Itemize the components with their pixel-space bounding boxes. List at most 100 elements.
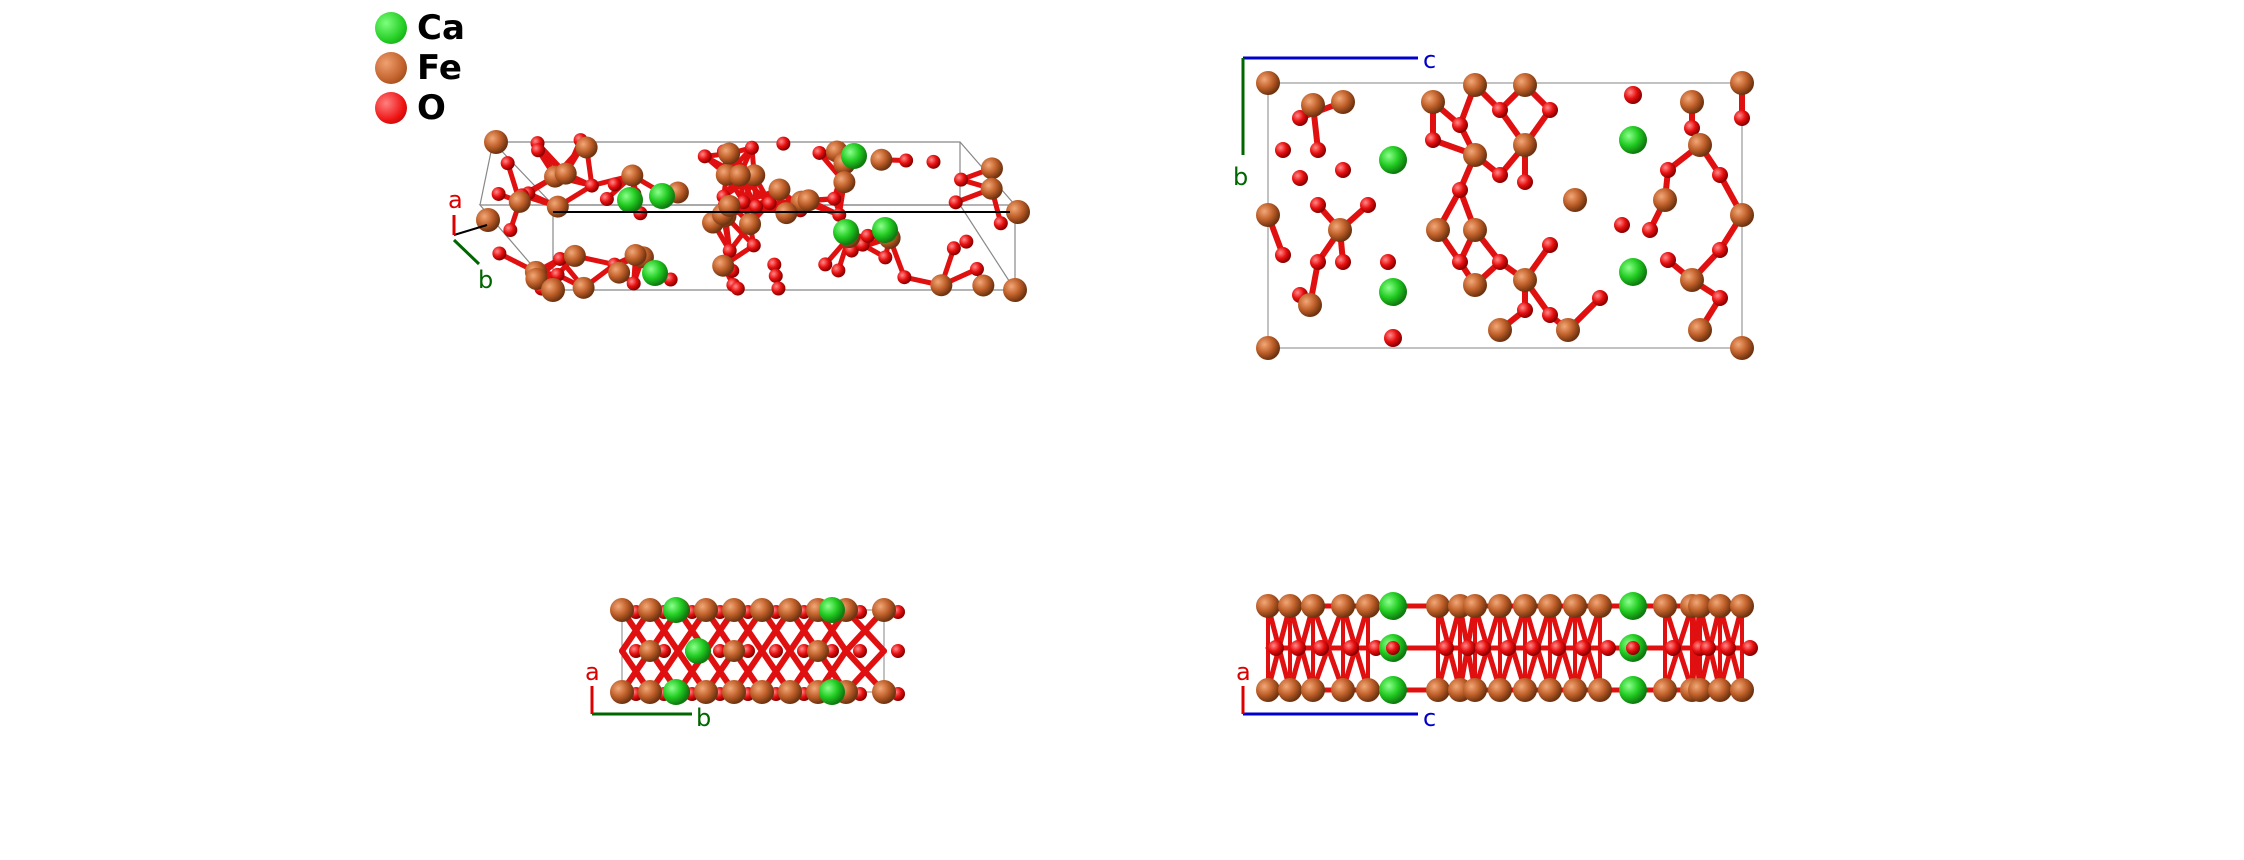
- axis-indicator: a b: [448, 186, 1010, 294]
- legend-label: O: [417, 88, 446, 128]
- o-atom: [946, 241, 961, 256]
- fe-atom: [1513, 133, 1537, 157]
- o-atom: [1335, 162, 1351, 178]
- ca-atom: [642, 260, 668, 286]
- fe-atom: [639, 640, 661, 662]
- o-atom: [749, 199, 764, 214]
- fe-atom: [872, 680, 896, 704]
- fe-atom: [1730, 594, 1754, 618]
- fe-atom: [1730, 678, 1754, 702]
- view-perspective: a b: [448, 130, 1030, 302]
- o-atom: [1517, 174, 1533, 190]
- fe-atom: [722, 598, 746, 622]
- o-atom: [1600, 640, 1616, 656]
- ca-atom: [833, 219, 859, 245]
- axis-indicator: a c: [1236, 658, 1436, 732]
- fe-atom: [1488, 594, 1512, 618]
- o-atom: [776, 136, 791, 151]
- ca-atom: [1379, 592, 1407, 620]
- o-atom: [818, 257, 833, 272]
- fe-atom: [525, 267, 548, 290]
- axis-indicator: a b: [585, 658, 711, 732]
- o-atom: [744, 140, 759, 155]
- ca-atom: [819, 679, 845, 705]
- o-atom: [1500, 640, 1516, 656]
- o-atom: [1452, 117, 1468, 133]
- fe-atom: [1463, 678, 1487, 702]
- o-atom: [503, 223, 518, 238]
- fe-atom: [1256, 203, 1280, 227]
- o-atom: [1492, 254, 1508, 270]
- o-atom: [599, 192, 614, 207]
- o-atom: [1712, 167, 1728, 183]
- fe-atom: [807, 640, 829, 662]
- o-atom: [1290, 640, 1306, 656]
- o-atom: [531, 143, 546, 158]
- o-atom: [1313, 640, 1329, 656]
- fe-atom: [1256, 594, 1280, 618]
- axis-label-c: c: [1423, 46, 1436, 74]
- o-atom: [1292, 170, 1308, 186]
- o-atom: [1310, 254, 1326, 270]
- atom-set: [476, 130, 1030, 302]
- fe-atom: [870, 148, 893, 171]
- fe-atom: [1256, 71, 1280, 95]
- fe-atom: [624, 243, 647, 266]
- fe-atom: [1513, 268, 1537, 292]
- fe-atom: [563, 244, 586, 267]
- legend-item-o: O: [375, 88, 465, 128]
- o-atom: [860, 228, 875, 243]
- ca-atom: [663, 679, 689, 705]
- fe-atom: [1688, 678, 1712, 702]
- o-atom: [1452, 254, 1468, 270]
- fe-atom: [1463, 218, 1487, 242]
- fe-atom: [1563, 188, 1587, 212]
- ca-atom: [1379, 146, 1407, 174]
- o-atom: [797, 644, 811, 658]
- o-atom: [607, 177, 622, 192]
- o-atom: [1335, 254, 1351, 270]
- o-atom: [1660, 252, 1676, 268]
- fe-atom: [1328, 218, 1352, 242]
- axis-label-b: b: [696, 704, 711, 732]
- o-atom: [741, 644, 755, 658]
- fe-atom: [1298, 293, 1322, 317]
- fe-atom: [1538, 678, 1562, 702]
- o-atom: [899, 153, 914, 168]
- o-atom: [1700, 640, 1716, 656]
- fe-atom: [1278, 594, 1302, 618]
- o-atom: [1542, 237, 1558, 253]
- atom-set: [1256, 592, 1758, 704]
- fe-atom: [1556, 318, 1580, 342]
- fe-atom: [1730, 71, 1754, 95]
- axis-label-a: a: [585, 658, 600, 686]
- fe-atom: [1688, 594, 1712, 618]
- ca-atom: [872, 217, 898, 243]
- fe-atom: [1301, 594, 1325, 618]
- o-atom: [1343, 640, 1359, 656]
- fe-atom: [1301, 93, 1325, 117]
- o-atom: [897, 270, 912, 285]
- fe-atom: [1588, 678, 1612, 702]
- fe-atom: [1463, 143, 1487, 167]
- fe-atom: [1708, 594, 1732, 618]
- view-along-c: a b: [585, 597, 905, 732]
- o-atom: [713, 644, 727, 658]
- fe-atom: [718, 142, 741, 165]
- o-atom: [1575, 640, 1591, 656]
- fe-atom: [980, 177, 1003, 200]
- fe-atom: [718, 194, 741, 217]
- fe-atom: [1488, 678, 1512, 702]
- fe-atom: [1563, 678, 1587, 702]
- axis-label-b: b: [1233, 163, 1248, 191]
- fe-atom: [1730, 203, 1754, 227]
- fe-atom: [621, 164, 644, 187]
- o-atom: [1452, 182, 1468, 198]
- fe-atom: [778, 680, 802, 704]
- fe-atom: [1708, 678, 1732, 702]
- fe-atom: [1513, 678, 1537, 702]
- ca-atom: [1619, 258, 1647, 286]
- o-atom: [1614, 217, 1630, 233]
- o-atom: [827, 191, 842, 206]
